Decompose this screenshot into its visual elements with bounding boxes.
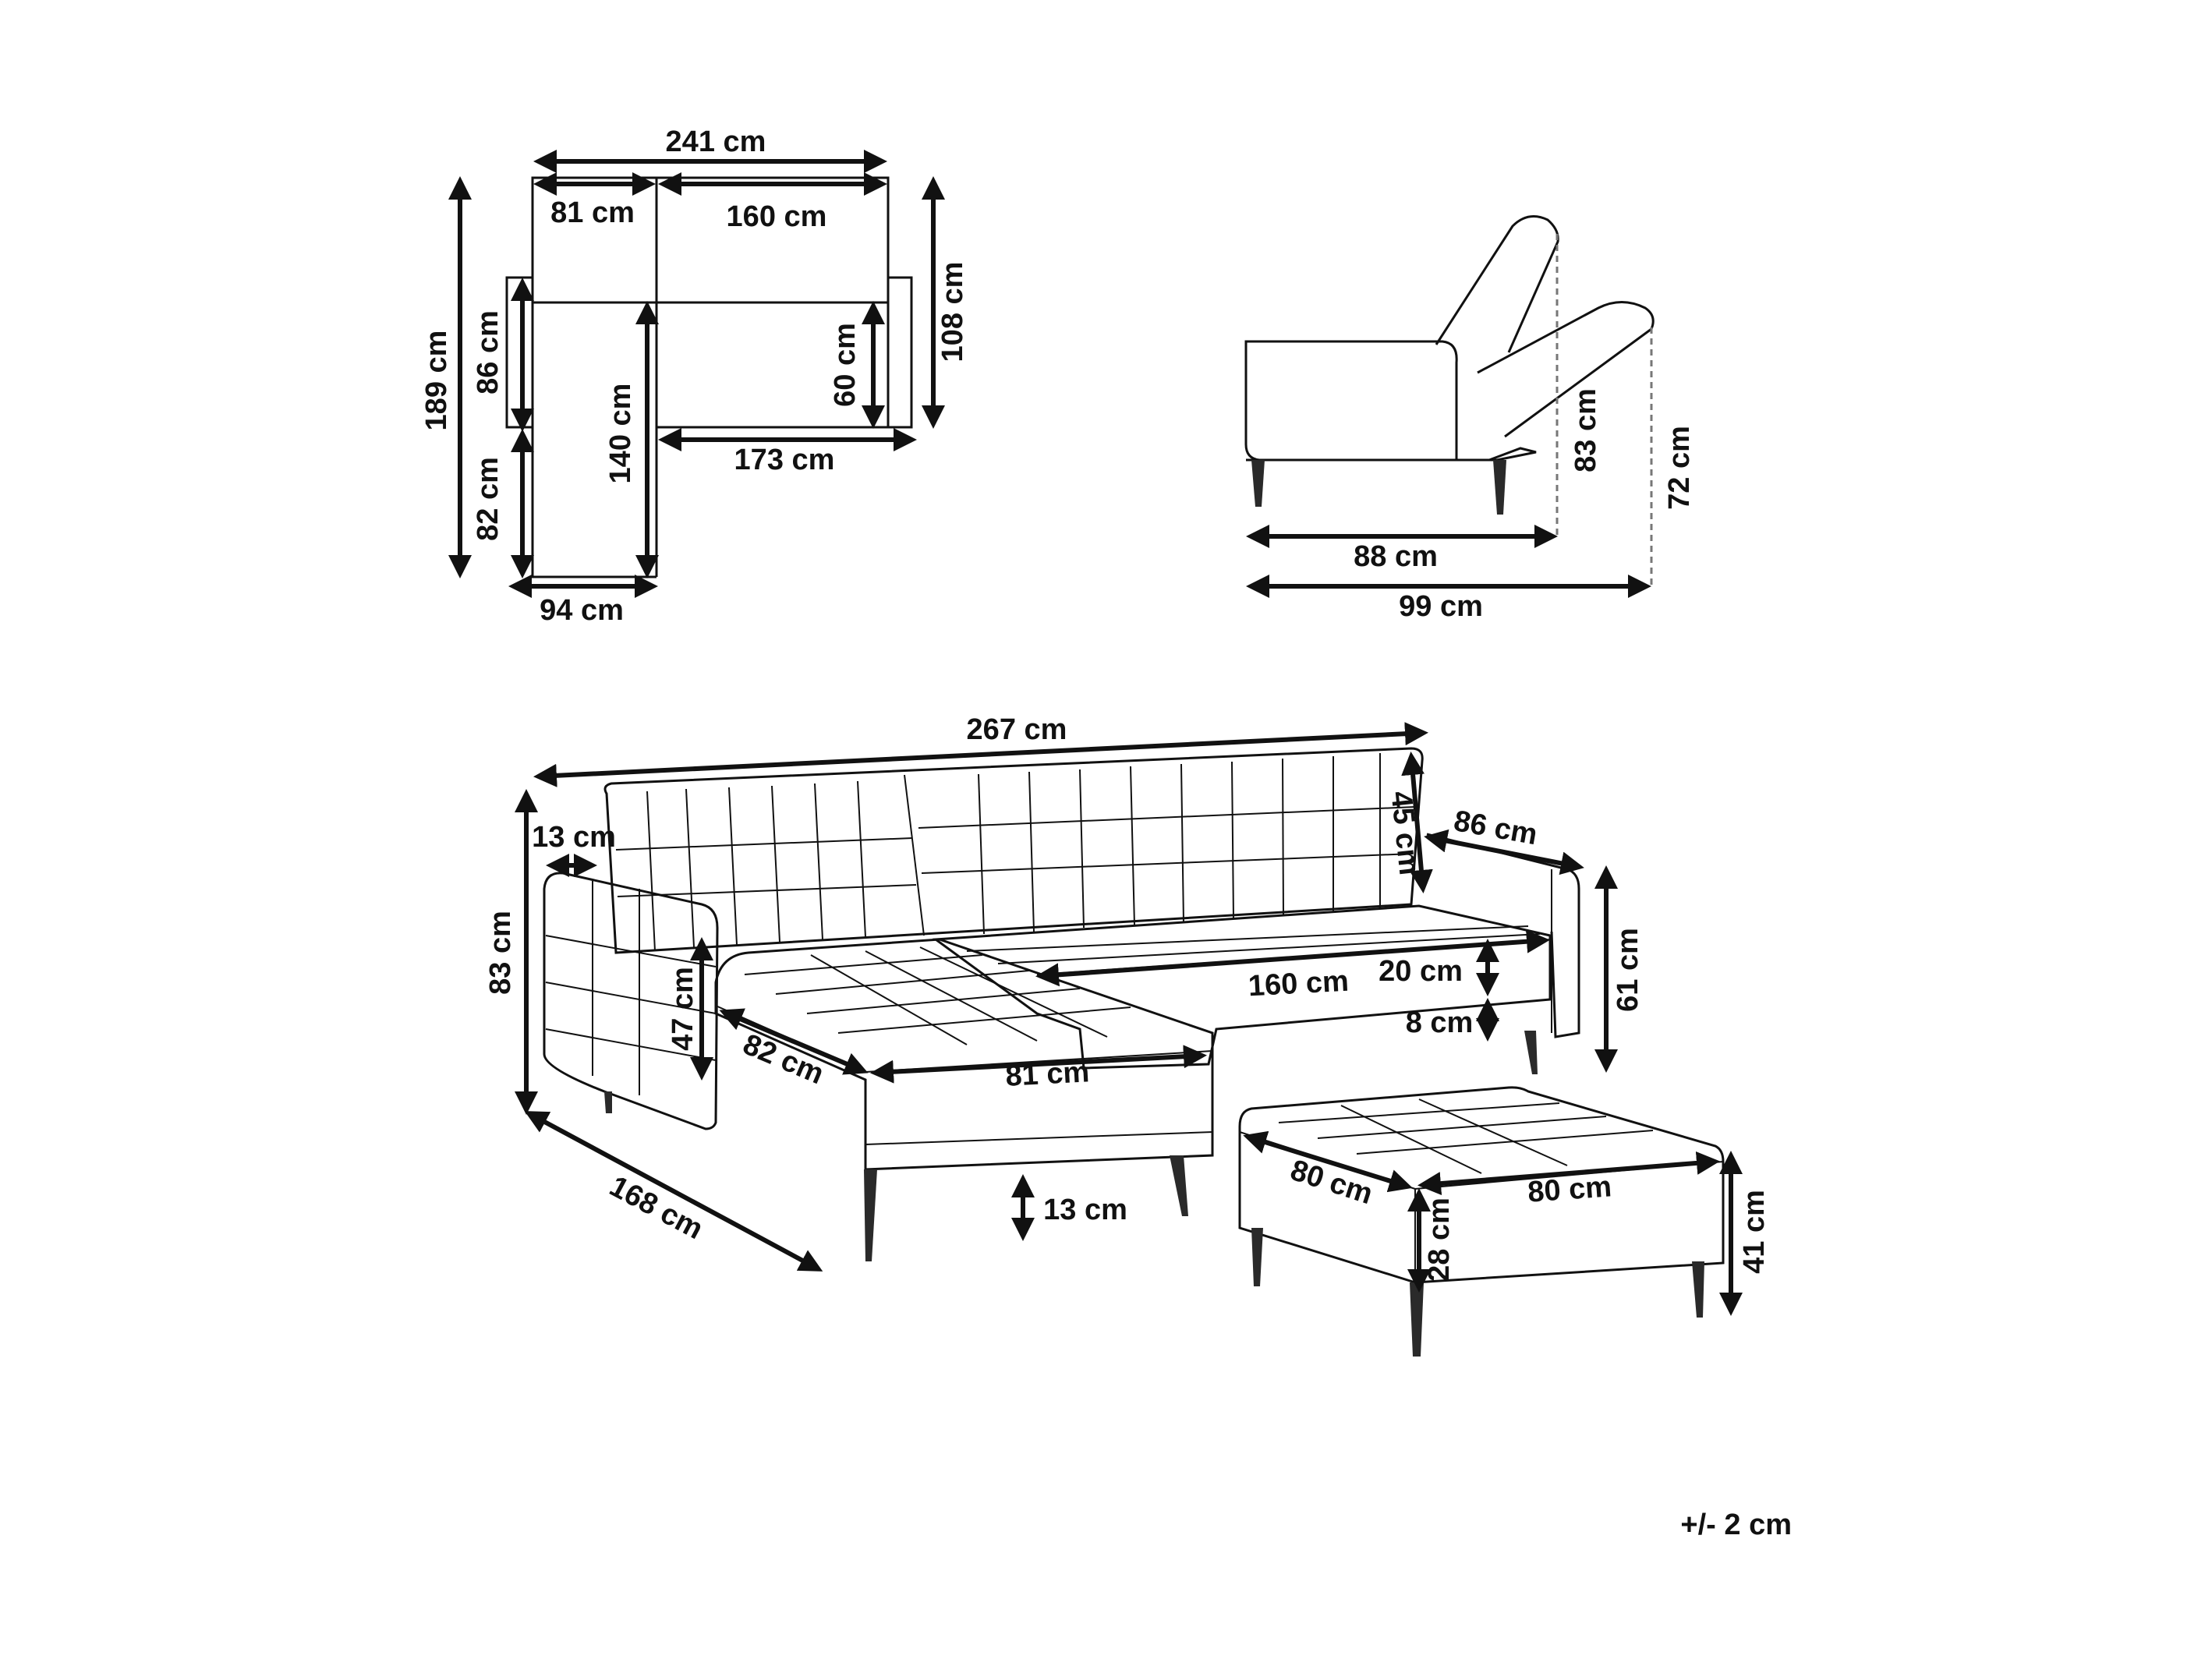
sofa-legs [604, 1031, 1538, 1261]
perspective-seat-width-label: 160 cm [1248, 965, 1350, 1003]
tolerance-note: +/- 2 cm [1680, 1509, 1792, 1541]
top-seat-length-label: 140 cm [604, 384, 637, 484]
perspective-seat-height-label: 61 cm [1612, 928, 1644, 1012]
perspective-chaise-width-label: 81 cm [1004, 1056, 1090, 1093]
top-chaise-width-label: 94 cm [540, 594, 624, 627]
ottoman-leg-height-label: 28 cm [1423, 1197, 1456, 1282]
side-recline-height-label: 83 cm [1570, 388, 1602, 472]
perspective-view: 267 cm 13 cm 83 cm 45 cm 86 cm 47 cm 82 … [484, 713, 1771, 1357]
side-depth-upright-label: 88 cm [1354, 540, 1438, 573]
perspective-total-width-label: 267 cm [967, 713, 1067, 746]
sofa-backrest [603, 747, 1424, 954]
side-leg-left [1251, 460, 1265, 507]
top-width-total-label: 241 cm [666, 126, 766, 158]
side-depth-reclined-label: 99 cm [1399, 590, 1483, 623]
top-depth-total-label: 189 cm [420, 331, 453, 431]
perspective-cushion-height-label: 20 cm [1379, 955, 1463, 988]
top-depth-chaise-lower-label: 82 cm [472, 457, 504, 541]
side-view: 83 cm 72 cm 88 cm 99 cm [1244, 215, 1696, 623]
backrest-tufting [615, 753, 1416, 952]
perspective-total-height-label: 83 cm [484, 911, 517, 995]
top-view-dimension-lines [448, 150, 945, 598]
top-width-main-label: 160 cm [727, 200, 827, 233]
perspective-leg-height-label: 13 cm [1043, 1194, 1127, 1226]
side-view-dimension-lines [1246, 525, 1651, 598]
top-inner-length-label: 173 cm [734, 444, 835, 476]
top-width-chaise-label: 81 cm [550, 196, 635, 229]
top-view: 241 cm 81 cm 160 cm 189 cm 86 cm 82 cm 1… [420, 126, 969, 627]
ottoman-width-label: 80 cm [1527, 1170, 1612, 1208]
top-seat-depth-label: 60 cm [829, 323, 862, 407]
chaise-tufting [744, 946, 1131, 1045]
perspective-armrest-width-label: 13 cm [532, 821, 616, 854]
perspective-dimension-lines [515, 722, 1743, 1316]
ottoman-height-label: 41 cm [1738, 1190, 1771, 1274]
side-leg-right [1493, 460, 1506, 515]
top-depth-main-label: 108 cm [936, 262, 969, 363]
side-seat-height-label: 72 cm [1663, 426, 1696, 510]
top-depth-chaise-upper-label: 86 cm [472, 310, 504, 394]
perspective-arm-height-label: 47 cm [667, 967, 699, 1051]
perspective-base-height-label: 8 cm [1406, 1006, 1474, 1039]
ottoman-drawing [1238, 1086, 1725, 1357]
